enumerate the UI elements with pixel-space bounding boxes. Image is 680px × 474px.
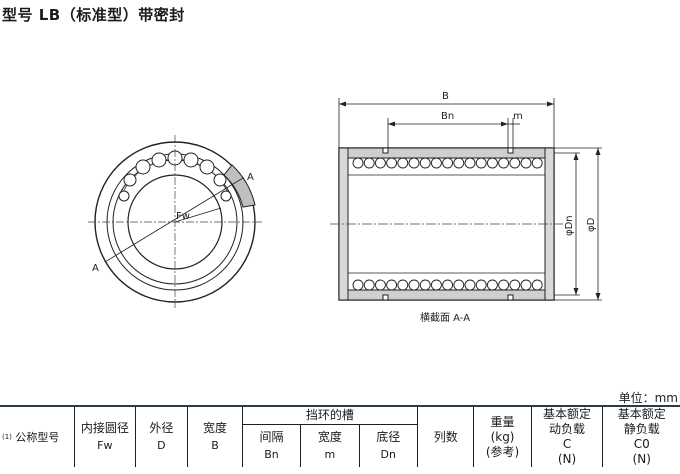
section-mark-a-top: A (247, 172, 254, 183)
phi-d-label: φD (586, 217, 597, 232)
section-mark-a-bottom: A (92, 263, 99, 274)
ball (442, 157, 454, 169)
ball (442, 279, 454, 291)
ball (464, 157, 476, 169)
groove-bottom-diameter-label: 底径 (376, 430, 401, 444)
weight-note: (参考) (485, 444, 520, 459)
technical-drawing: A A Fw (88, 91, 602, 324)
inner-diameter-label: 内接圆径 (80, 421, 129, 435)
side-section (330, 147, 563, 301)
ball (486, 157, 498, 169)
ball (397, 157, 409, 169)
fw-label: Fw (176, 211, 190, 222)
ball (386, 279, 398, 291)
ball (509, 157, 521, 169)
ball-rows-section (352, 157, 543, 291)
ball (520, 157, 532, 169)
dynamic-load-sublabel: 动负载 (549, 422, 586, 436)
inner-diameter-symbol: Fw (97, 439, 113, 452)
outer-diameter-label: 外径 (149, 421, 174, 435)
static-load-symbol: C0 (633, 437, 650, 451)
ball (430, 279, 442, 291)
groove-width-label: 宽度 (317, 430, 342, 444)
ball (419, 157, 431, 169)
width-header: 宽度 B (187, 406, 243, 467)
rows-header: 列数 (417, 406, 475, 467)
width-symbol: B (211, 439, 219, 452)
ball (453, 157, 465, 169)
ball (352, 157, 364, 169)
weight-unit: (kg) (490, 429, 515, 444)
ball (531, 279, 543, 291)
spec-table: (1) 公称型号 内接圆径 Fw 外径 D 宽度 B 挡环的槽 列数 重量 (k… (0, 405, 680, 467)
ball (509, 279, 521, 291)
dynamic-load-unit: (N) (557, 452, 577, 466)
ball (498, 279, 510, 291)
dynamic-load-symbol: C (562, 437, 572, 451)
ball (486, 279, 498, 291)
model-note: (1) (2, 432, 12, 441)
groove-spacing-symbol: Bn (264, 448, 279, 461)
arrowheads (339, 101, 601, 300)
static-load-sublabel: 静负载 (623, 422, 660, 436)
groove-spacing-label: 间隔 (259, 430, 284, 444)
ball (475, 157, 487, 169)
inner-diameter-header: 内接圆径 Fw (74, 406, 136, 467)
bn-dimension-label: Bn (441, 111, 454, 122)
dimensions (338, 98, 602, 301)
unit-label: 单位：mm (618, 391, 678, 405)
ball (498, 157, 510, 169)
ball (453, 279, 465, 291)
ball (374, 279, 386, 291)
ball (363, 157, 375, 169)
section-caption: 横截面 A-A (420, 311, 470, 324)
weight-label: 重量 (490, 414, 515, 429)
width-label: 宽度 (202, 421, 227, 435)
outer-diameter-symbol: D (157, 439, 166, 452)
model-header: (1) 公称型号 (0, 406, 76, 467)
ball (475, 279, 487, 291)
groove-bottom-diameter-header: 底径 Dn (358, 424, 419, 467)
groove-bottom-diameter-symbol: Dn (380, 448, 396, 461)
dynamic-load-label: 基本额定 (543, 407, 592, 421)
ball (430, 157, 442, 169)
groove-width-symbol: m (324, 448, 336, 461)
groove-spacing-header: 间隔 Bn (241, 424, 302, 467)
static-load-label: 基本额定 (617, 407, 666, 421)
outer-diameter-header: 外径 D (134, 406, 189, 467)
ball (374, 157, 386, 169)
groove-width-header: 宽度 m (300, 424, 360, 467)
static-load-header: 基本额定 静负载 C0 (N) (602, 406, 680, 467)
retaining-groove-header: 挡环的槽 (241, 406, 419, 425)
ball (408, 279, 420, 291)
b-dimension-label: B (442, 91, 449, 102)
static-load-unit: (N) (632, 452, 651, 466)
ball (520, 279, 532, 291)
ball (386, 157, 398, 169)
ball (419, 279, 431, 291)
model-label: 公称型号 (15, 430, 60, 444)
ball (464, 279, 476, 291)
dynamic-load-header: 基本额定 动负载 C (N) (530, 406, 604, 467)
ball (408, 157, 420, 169)
ball (352, 279, 364, 291)
weight-header: 重量 (kg) (参考) (473, 406, 532, 467)
ball-row (118, 150, 232, 202)
end-view (88, 135, 262, 308)
m-dimension-label: m (513, 111, 523, 122)
ball (531, 157, 543, 169)
ball (397, 279, 409, 291)
page-title: 型号 LB（标准型）带密封 (2, 6, 185, 24)
phi-dn-label: φDn (564, 215, 575, 236)
ball (363, 279, 375, 291)
